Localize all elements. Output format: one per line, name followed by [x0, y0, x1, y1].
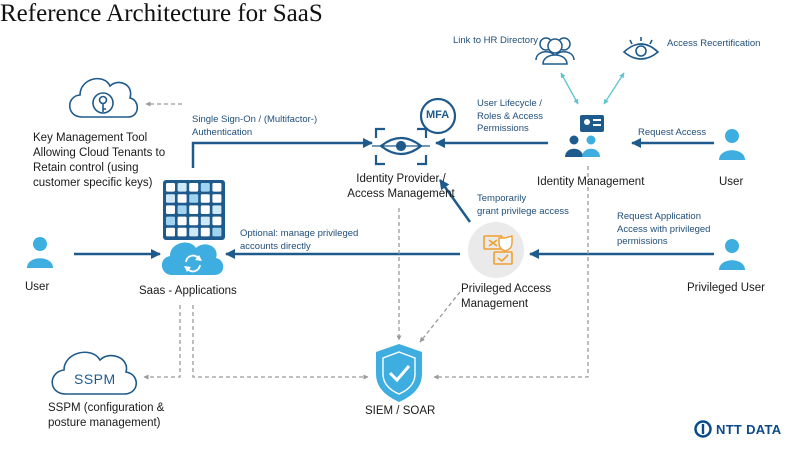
temp-privilege-label: Temporarily grant privilege access: [477, 193, 569, 217]
key-management-label: Key Management Tool Allowing Cloud Tenan…: [33, 132, 166, 189]
pam-icon: [468, 222, 524, 278]
hr-link-label: Link to HR Directory: [453, 35, 538, 46]
sspm-cloud-label: SSPM: [74, 371, 116, 387]
app-tile: [189, 194, 199, 203]
app-tile: [166, 227, 175, 237]
ntt-data-logo-text: NTT DATA: [716, 421, 782, 437]
app-tile: [212, 194, 222, 203]
ntt-data-logo: NTT DATA: [694, 420, 781, 438]
sspm-label: SSPM (configuration & posture management…: [48, 402, 165, 429]
app-tile: [200, 183, 210, 192]
identity-management-icon: [565, 115, 604, 157]
pam-to-siem-arrow: [419, 291, 461, 343]
app-tile: [200, 227, 210, 237]
app-grid-icon: [163, 180, 225, 240]
app-tile: [212, 183, 222, 192]
sspm-cloud-icon: [51, 351, 138, 395]
app-tile: [177, 183, 187, 192]
hr-link-arrow: [560, 72, 579, 105]
app-tile: [177, 194, 187, 203]
user-left-label: User: [25, 281, 50, 293]
siem-shield-icon: [376, 344, 422, 402]
user-left-icon: [27, 237, 53, 268]
saas-to-siem-arrow: [192, 305, 369, 380]
ntt-data-mark-icon: [694, 420, 712, 438]
sso-arrow: [191, 138, 373, 168]
identity-provider-label: Identity Provider / Access Management: [347, 173, 455, 200]
saas-cloud-icon: [161, 242, 224, 275]
user-right-icon: [719, 129, 745, 160]
idm-to-siem-arrow: [433, 166, 589, 380]
sso-edge-label: Single Sign-On / (Multifactor-) Authenti…: [192, 114, 318, 138]
identity-management-label: Identity Management: [537, 176, 645, 188]
user-right-label: User: [719, 176, 744, 188]
key-cloud-icon: [68, 77, 139, 118]
app-tile: [166, 194, 175, 203]
hr-directory-icon: [535, 37, 575, 65]
app-tile: [189, 227, 199, 237]
privileged-user-icon: [719, 239, 745, 270]
app-tile: [189, 205, 199, 214]
request-application-label: Request Application Access with privileg…: [617, 211, 711, 247]
mfa-badge-icon: [419, 97, 457, 135]
privileged-user-label: Privileged User: [687, 282, 765, 294]
app-tile: [166, 183, 175, 192]
app-tile: [200, 216, 210, 226]
diagram-title: Reference Architecture for SaaS: [0, 0, 323, 27]
app-tile: [166, 205, 175, 214]
app-tile: [177, 227, 187, 237]
request-access-label: Request Access: [638, 127, 707, 138]
recert-link-arrow: [603, 72, 625, 105]
mfa-label: MFA: [426, 109, 450, 121]
app-tile: [177, 205, 187, 214]
siem-soar-label: SIEM / SOAR: [365, 405, 436, 417]
recertification-eye-icon: [622, 37, 660, 60]
lifecycle-edge-label: User Lifecycle / Roles & Access Permissi…: [477, 98, 543, 134]
app-tile: [212, 227, 222, 237]
optional-edge-label: Optional: manage privileged accounts dir…: [240, 228, 359, 252]
pam-label: Privileged Access Management: [461, 283, 552, 310]
app-tile: [200, 194, 210, 203]
saas-applications-label: Saas - Applications: [139, 285, 237, 297]
recertification-label: Access Recertification: [667, 38, 761, 49]
app-tile: [177, 216, 187, 226]
saas-to-sspm-arrow: [143, 305, 181, 380]
app-tile: [166, 216, 175, 226]
app-tile: [200, 205, 210, 214]
identity-provider-icon: [372, 127, 430, 166]
pam-to-idp-arrow: [438, 179, 472, 223]
app-tile: [189, 183, 199, 192]
app-tile: [189, 216, 199, 226]
app-tile: [212, 216, 222, 226]
app-tile: [212, 205, 222, 214]
